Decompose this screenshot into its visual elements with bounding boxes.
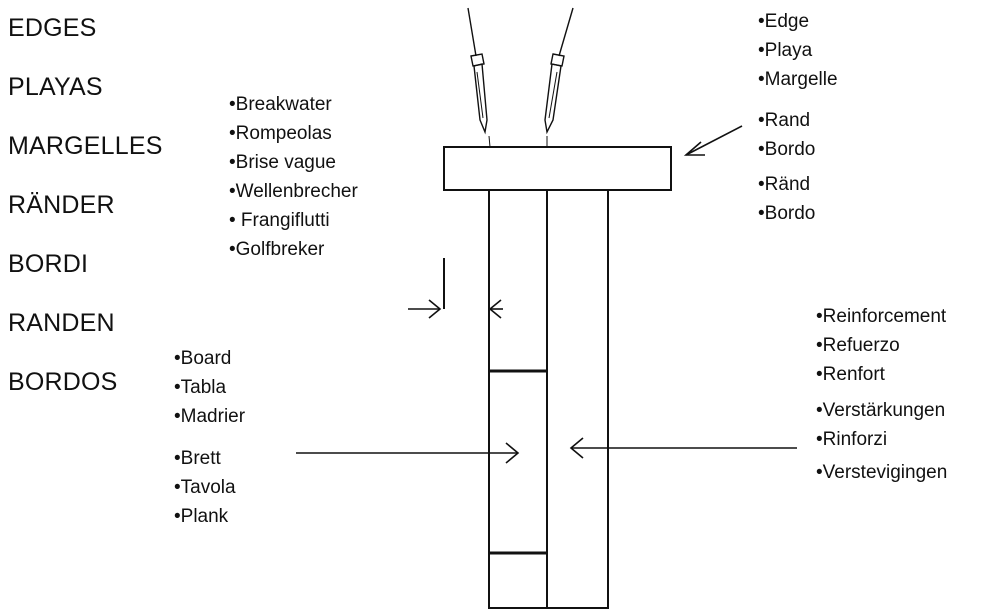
board-term: •Tavola [174, 477, 236, 498]
board-term: •Board [174, 348, 231, 369]
breakwater-term: •Wellenbrecher [229, 181, 358, 202]
title-word-margelles: MARGELLES [8, 132, 163, 160]
edge-pointer-arrow [683, 125, 743, 156]
reinforcement-term: •Refuerzo [816, 335, 900, 356]
board-pointer-arrow [296, 442, 520, 464]
reinforcement-term: •Verstevigingen [816, 462, 947, 483]
reinforcement-label-group: •Reinforcement •Refuerzo •Renfort •Verst… [816, 306, 947, 483]
title-word-edges: EDGES [8, 14, 97, 42]
edge-term: •Bordo [758, 139, 815, 160]
breakwater-bracket-line [408, 258, 503, 319]
edge-term: •Bordo [758, 203, 815, 224]
board-term: •Tabla [174, 377, 227, 398]
breakwater-term: • Frangiflutti [229, 210, 330, 231]
edge-cap-plank [443, 146, 672, 191]
board-term: •Plank [174, 506, 229, 527]
board-post [488, 189, 548, 609]
edge-term: •Edge [758, 11, 809, 32]
edge-term: •Margelle [758, 69, 838, 90]
nail-icon [544, 7, 574, 135]
breakwater-term: •Rompeolas [229, 123, 332, 144]
board-label-group: •Board •Tabla •Madrier •Brett •Tavola •P… [174, 348, 246, 527]
reinforcement-term: •Reinforcement [816, 306, 947, 327]
reinforcement-term: •Renfort [816, 364, 886, 385]
breakwater-term: •Breakwater [229, 94, 332, 115]
breakwater-label-group: •Breakwater •Rompeolas •Brise vague •Wel… [229, 94, 358, 260]
edge-term: •Playa [758, 40, 813, 61]
reinforcement-term: •Rinforzi [816, 429, 887, 450]
reinforcement-post [546, 189, 609, 609]
nail-icon [467, 7, 488, 135]
edge-term: •Rand [758, 110, 810, 131]
title-word-randen: RANDEN [8, 309, 115, 337]
edge-label-group: •Edge •Playa •Margelle •Rand •Bordo •Rän… [758, 11, 838, 224]
breakwater-term: •Brise vague [229, 152, 336, 173]
title-word-rander: RÄNDER [8, 191, 115, 219]
title-word-bordos: BORDOS [8, 368, 118, 396]
breakwater-term: •Golfbreker [229, 239, 325, 260]
title-word-playas: PLAYAS [8, 73, 103, 101]
board-term: •Brett [174, 448, 221, 469]
board-term: •Madrier [174, 406, 246, 427]
nail-guide-line [488, 135, 491, 148]
reinforcement-term: •Verstärkungen [816, 400, 945, 421]
title-word-list: EDGES PLAYAS MARGELLES RÄNDER BORDI RAND… [8, 14, 163, 396]
edge-term: •Ränd [758, 174, 810, 195]
reinforcement-pointer-arrow [569, 437, 797, 459]
title-word-bordi: BORDI [8, 250, 88, 278]
